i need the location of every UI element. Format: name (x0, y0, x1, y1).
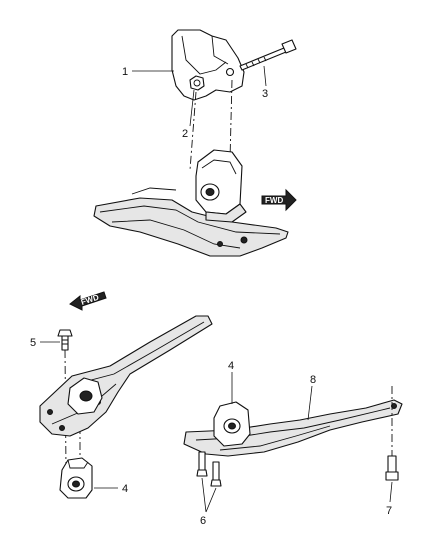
nut-2 (189, 75, 205, 91)
callout-5: 5 (30, 337, 36, 349)
mount-in-crossmember (67, 377, 103, 415)
bolts-6 (196, 451, 222, 487)
fwd-arrow-top-label: FWD (265, 196, 283, 205)
callout-4-top: 4 (228, 360, 234, 372)
callout-6: 6 (200, 515, 206, 527)
callout-2: 2 (182, 128, 188, 140)
leader-lines (40, 65, 393, 513)
fwd-arrow-top: FWD (261, 188, 297, 212)
alignment-line (229, 79, 233, 161)
insulator-4-lower (59, 457, 93, 499)
bottom-right-assembly (183, 386, 403, 487)
insulator-4-upper (213, 401, 251, 447)
callout-1: 1 (122, 66, 128, 78)
engine-bracket (171, 29, 245, 101)
fwd-arrow-left-label: FWD (80, 293, 100, 307)
insulator-mount-top (195, 149, 247, 223)
fwd-arrow-left: FWD (69, 291, 107, 311)
bottom-left-assembly: FWD (39, 291, 213, 499)
top-assembly: FWD (93, 29, 297, 257)
callout-7: 7 (386, 505, 392, 517)
bolt-7 (385, 455, 399, 481)
bolt-3 (239, 39, 297, 71)
callout-3: 3 (262, 88, 268, 100)
crossmember-top (93, 187, 289, 257)
bolt-5 (57, 329, 73, 351)
callouts: 1 2 3 5 4 8 4 6 7 (30, 66, 392, 527)
alignment-line (189, 91, 197, 171)
callout-8: 8 (310, 374, 316, 386)
callout-4-bottom: 4 (122, 483, 128, 495)
